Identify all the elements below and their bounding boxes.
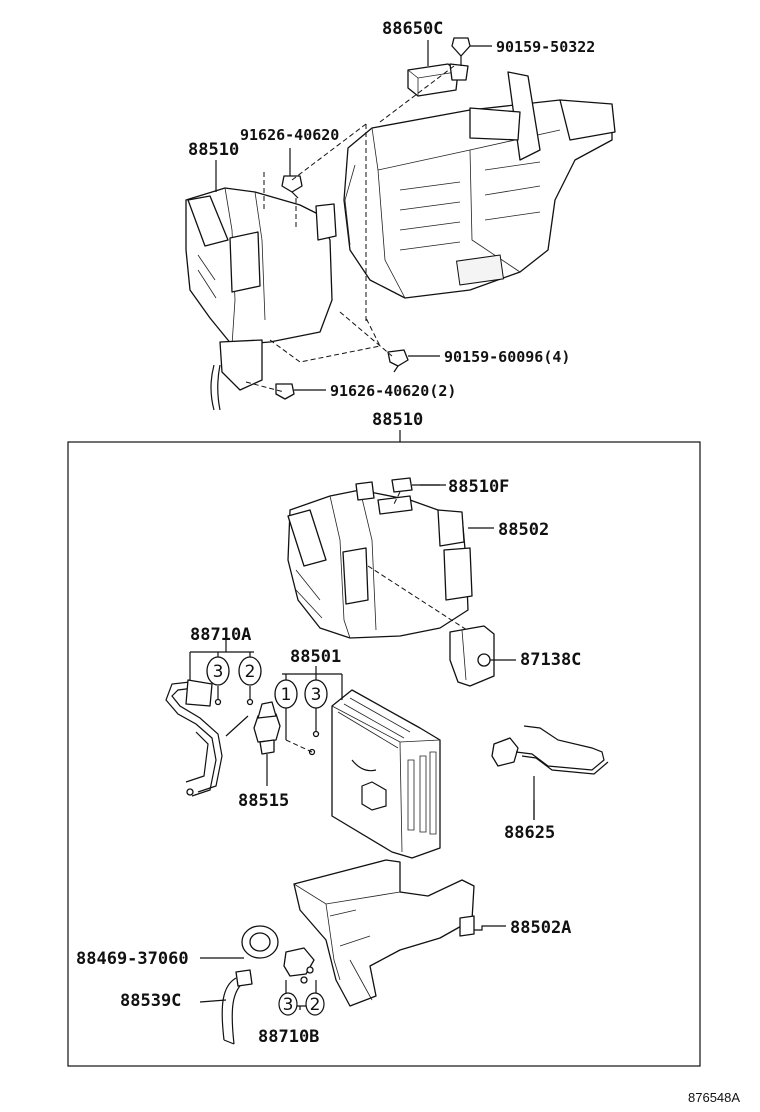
label-88539C: 88539C — [120, 991, 181, 1011]
label-88510-box: 88510 — [372, 410, 423, 430]
label-88510-top: 88510 — [188, 140, 239, 160]
label-88502: 88502 — [498, 520, 549, 540]
cooling-unit-drawing — [185, 187, 337, 411]
circled-number-3-c: 3 — [278, 992, 298, 1016]
svg-text:2: 2 — [245, 662, 256, 682]
part-88625-drawing — [491, 725, 609, 820]
circled-number-3-b: 3 — [304, 679, 328, 709]
screw-91626-40620-bottom-icon — [275, 383, 295, 400]
oring-dot-88710A-a — [214, 698, 222, 706]
label-91626-40620-top: 91626-40620 — [240, 126, 339, 144]
part-88710A-drawing — [165, 679, 223, 797]
screw-91626-40620-top-icon — [281, 175, 303, 199]
upper-dashed-lines — [245, 65, 455, 393]
part-88710B-drawing — [283, 947, 315, 984]
heater-unit-drawing — [343, 71, 616, 299]
label-88650C: 88650C — [382, 19, 443, 39]
svg-text:3: 3 — [283, 995, 294, 1015]
label-88515: 88515 — [238, 791, 289, 811]
part-88502A-drawing — [293, 859, 475, 1007]
label-88710B: 88710B — [258, 1027, 319, 1047]
part-88650C-drawing — [407, 63, 469, 97]
label-88710A: 88710A — [190, 625, 251, 645]
label-87138C: 87138C — [520, 650, 581, 670]
svg-text:2: 2 — [310, 995, 321, 1015]
circled-number-1: 1 — [274, 679, 298, 709]
svg-text:3: 3 — [213, 662, 224, 682]
part-87138C-drawing — [449, 625, 495, 687]
label-90159-50322: 90159-50322 — [496, 38, 595, 56]
label-88469-37060: 88469-37060 — [76, 949, 189, 969]
label-90159-60096: 90159-60096(4) — [444, 348, 570, 366]
circled-number-2-b: 2 — [305, 992, 325, 1016]
svg-text:3: 3 — [311, 685, 322, 705]
part-88515-drawing — [225, 701, 281, 772]
bracket-88501 — [282, 666, 343, 700]
oring-dot-88710A-b — [246, 698, 254, 706]
leader-88502A — [474, 925, 506, 931]
circled-number-2-a: 2 — [238, 656, 262, 686]
label-91626-40620-2: 91626-40620(2) — [330, 382, 456, 400]
label-88510F: 88510F — [448, 477, 509, 497]
diagram-code: 876548A — [688, 1090, 740, 1105]
screw-90159-50322-icon — [451, 37, 471, 66]
svg-text:1: 1 — [281, 685, 292, 705]
oring-dot-88501-a — [312, 730, 320, 738]
screw-90159-60096-icon — [387, 349, 409, 373]
label-88502A: 88502A — [510, 918, 571, 938]
part-88469-37060-drawing — [241, 925, 279, 959]
exploded-view-frame — [67, 441, 701, 1067]
leader-88539C — [199, 999, 227, 1003]
label-88501: 88501 — [290, 647, 341, 667]
bracket-88710A — [189, 640, 254, 680]
upper-assembly: 88650C 90159-50322 91626-40620 88510 901… — [185, 19, 616, 411]
part-88501-drawing — [331, 689, 441, 859]
part-88539C-drawing — [221, 969, 253, 1045]
circled-number-3-a: 3 — [206, 656, 230, 686]
label-88625: 88625 — [504, 823, 555, 843]
exploded-view: 3 2 1 3 3 2 88510F 8 — [76, 477, 609, 1047]
part-88502-drawing — [287, 481, 473, 639]
